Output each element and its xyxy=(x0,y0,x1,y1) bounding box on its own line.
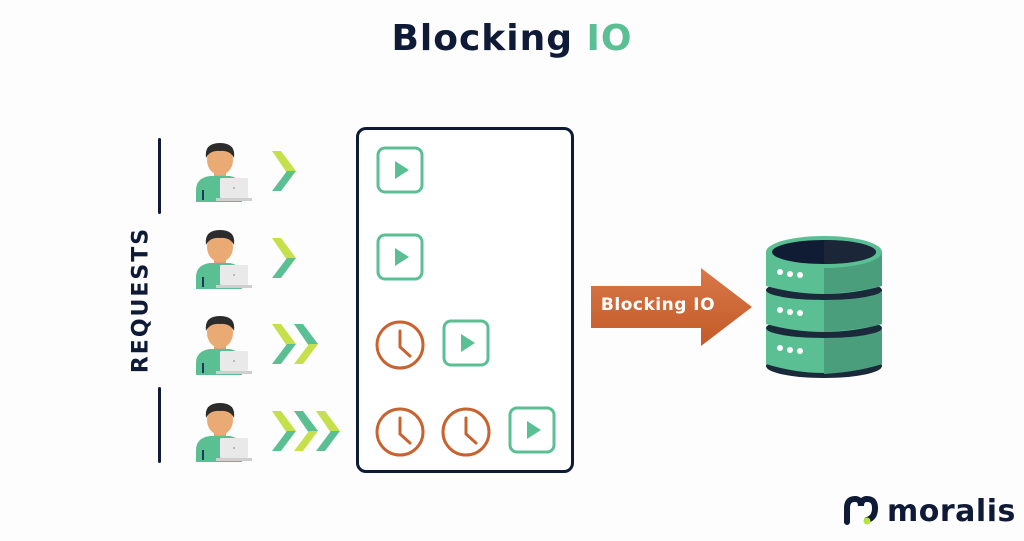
requests-label: REQUESTS xyxy=(128,226,154,374)
user-with-laptop-icon xyxy=(192,313,254,375)
moralis-logo-icon xyxy=(844,496,879,525)
play-icon xyxy=(442,319,490,367)
user-with-laptop-icon xyxy=(192,400,254,462)
chevron-right-icon xyxy=(270,149,298,193)
chevron-right-icon xyxy=(270,236,298,280)
requests-line-top xyxy=(158,138,161,214)
chevron-right-icon xyxy=(270,322,320,366)
logo-text: moralis xyxy=(887,493,1016,529)
requests-line-bottom xyxy=(158,387,161,463)
diagram-title: Blocking IO xyxy=(0,18,1024,59)
blocking-io-arrow xyxy=(591,268,752,346)
user-with-laptop-icon xyxy=(192,227,254,289)
arrow-label: Blocking IO xyxy=(600,295,716,315)
play-icon xyxy=(376,146,424,194)
title-accent: IO xyxy=(586,18,633,59)
play-icon xyxy=(508,406,556,454)
clock-icon xyxy=(440,406,492,458)
chevron-right-icon xyxy=(270,409,342,453)
database-icon xyxy=(766,236,882,378)
moralis-logo: moralis xyxy=(843,493,1016,529)
clock-icon xyxy=(374,319,426,371)
clock-icon xyxy=(374,406,426,458)
title-main: Blocking xyxy=(391,18,573,59)
event-loop-box xyxy=(356,127,574,473)
play-icon xyxy=(376,233,424,281)
user-with-laptop-icon xyxy=(192,140,254,202)
